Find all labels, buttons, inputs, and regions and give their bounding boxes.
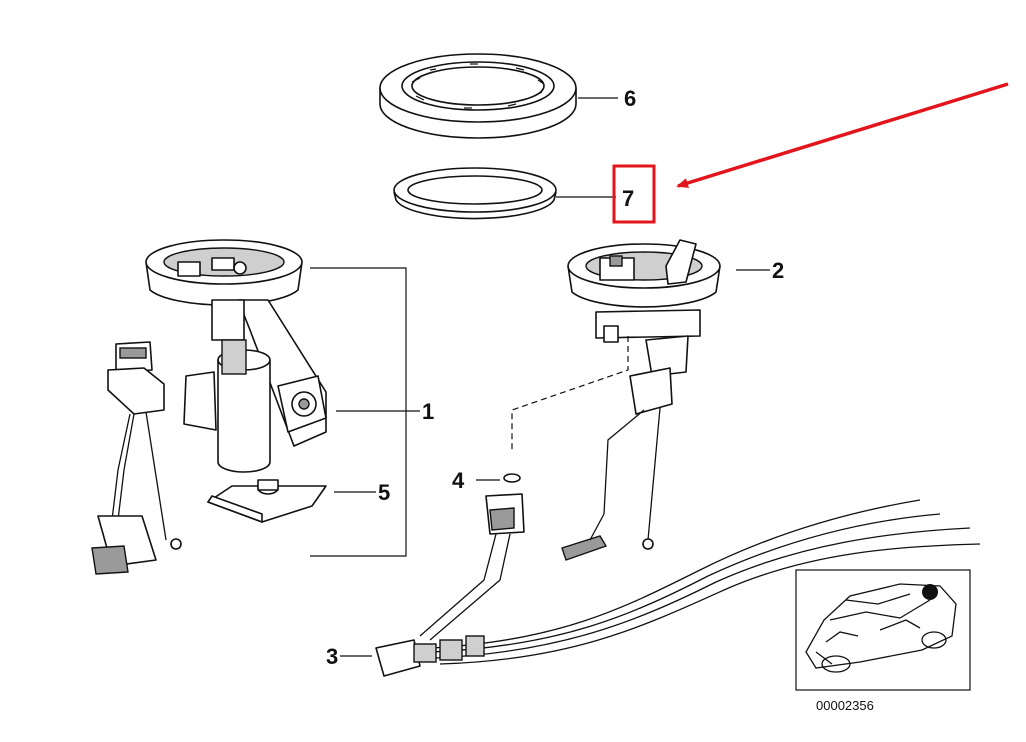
callout-7: 7 bbox=[622, 186, 634, 211]
part-5-filter-plate bbox=[207, 479, 327, 523]
highlight-box bbox=[612, 164, 656, 224]
highlight-arrow bbox=[676, 82, 1009, 188]
callout-1: 1 bbox=[422, 399, 434, 424]
car-location-inset bbox=[795, 569, 971, 691]
callout-4: 4 bbox=[452, 468, 465, 493]
part-7-seal-ring bbox=[393, 167, 557, 220]
part-6-lock-ring bbox=[379, 53, 577, 139]
part-1-fuel-pump-assembly bbox=[145, 239, 327, 473]
pump-location-marker-icon bbox=[922, 584, 938, 600]
callout-6: 6 bbox=[624, 86, 636, 111]
callout-3: 3 bbox=[326, 644, 338, 669]
part-2-sender-unit bbox=[561, 239, 721, 561]
drawing-number: 00002356 bbox=[816, 698, 874, 713]
callout-2: 2 bbox=[772, 258, 784, 283]
part-3-wiring-harness bbox=[375, 493, 981, 677]
part-1-level-sender bbox=[91, 341, 182, 575]
part-4-o-ring bbox=[503, 473, 521, 483]
callout-5: 5 bbox=[378, 480, 390, 505]
